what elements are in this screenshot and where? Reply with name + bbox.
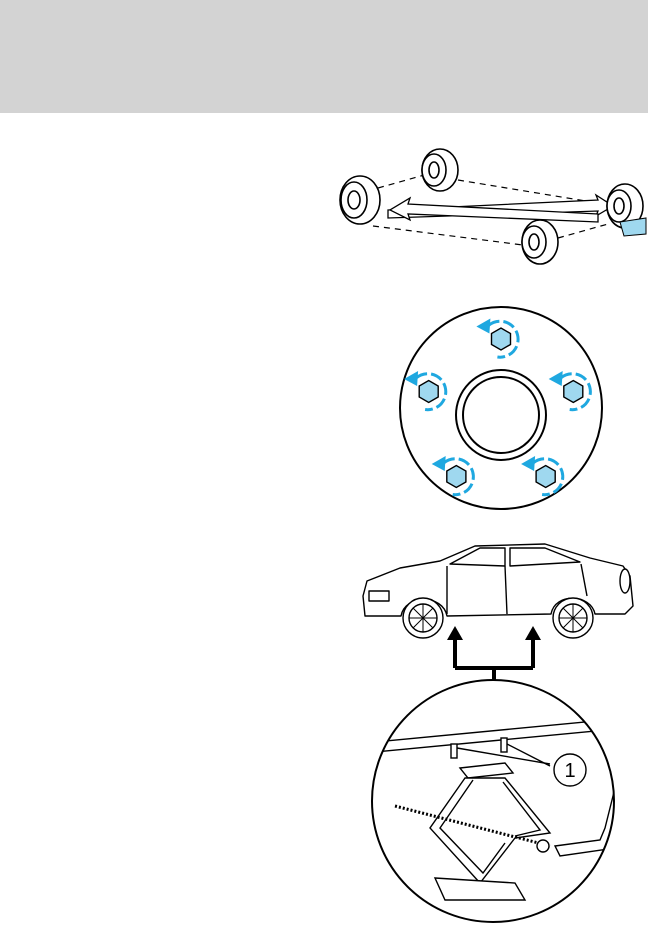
- lug-nut-illustration: [392, 303, 610, 513]
- tire-front-left: [340, 176, 380, 224]
- scissor-jack-illustration: 1: [365, 678, 648, 926]
- tire-front-right: [522, 220, 558, 264]
- header-band: [0, 0, 648, 113]
- lug-nut: [419, 381, 438, 403]
- car-lift-points-illustration: [355, 536, 648, 681]
- lug-nut: [447, 466, 466, 488]
- callout-number: 1: [564, 760, 575, 782]
- tire-rotation-illustration: [328, 140, 648, 275]
- tire-rear-left: [422, 149, 458, 191]
- lug-nut: [492, 328, 511, 350]
- lug-nut: [564, 381, 583, 403]
- lug-nut: [536, 466, 555, 488]
